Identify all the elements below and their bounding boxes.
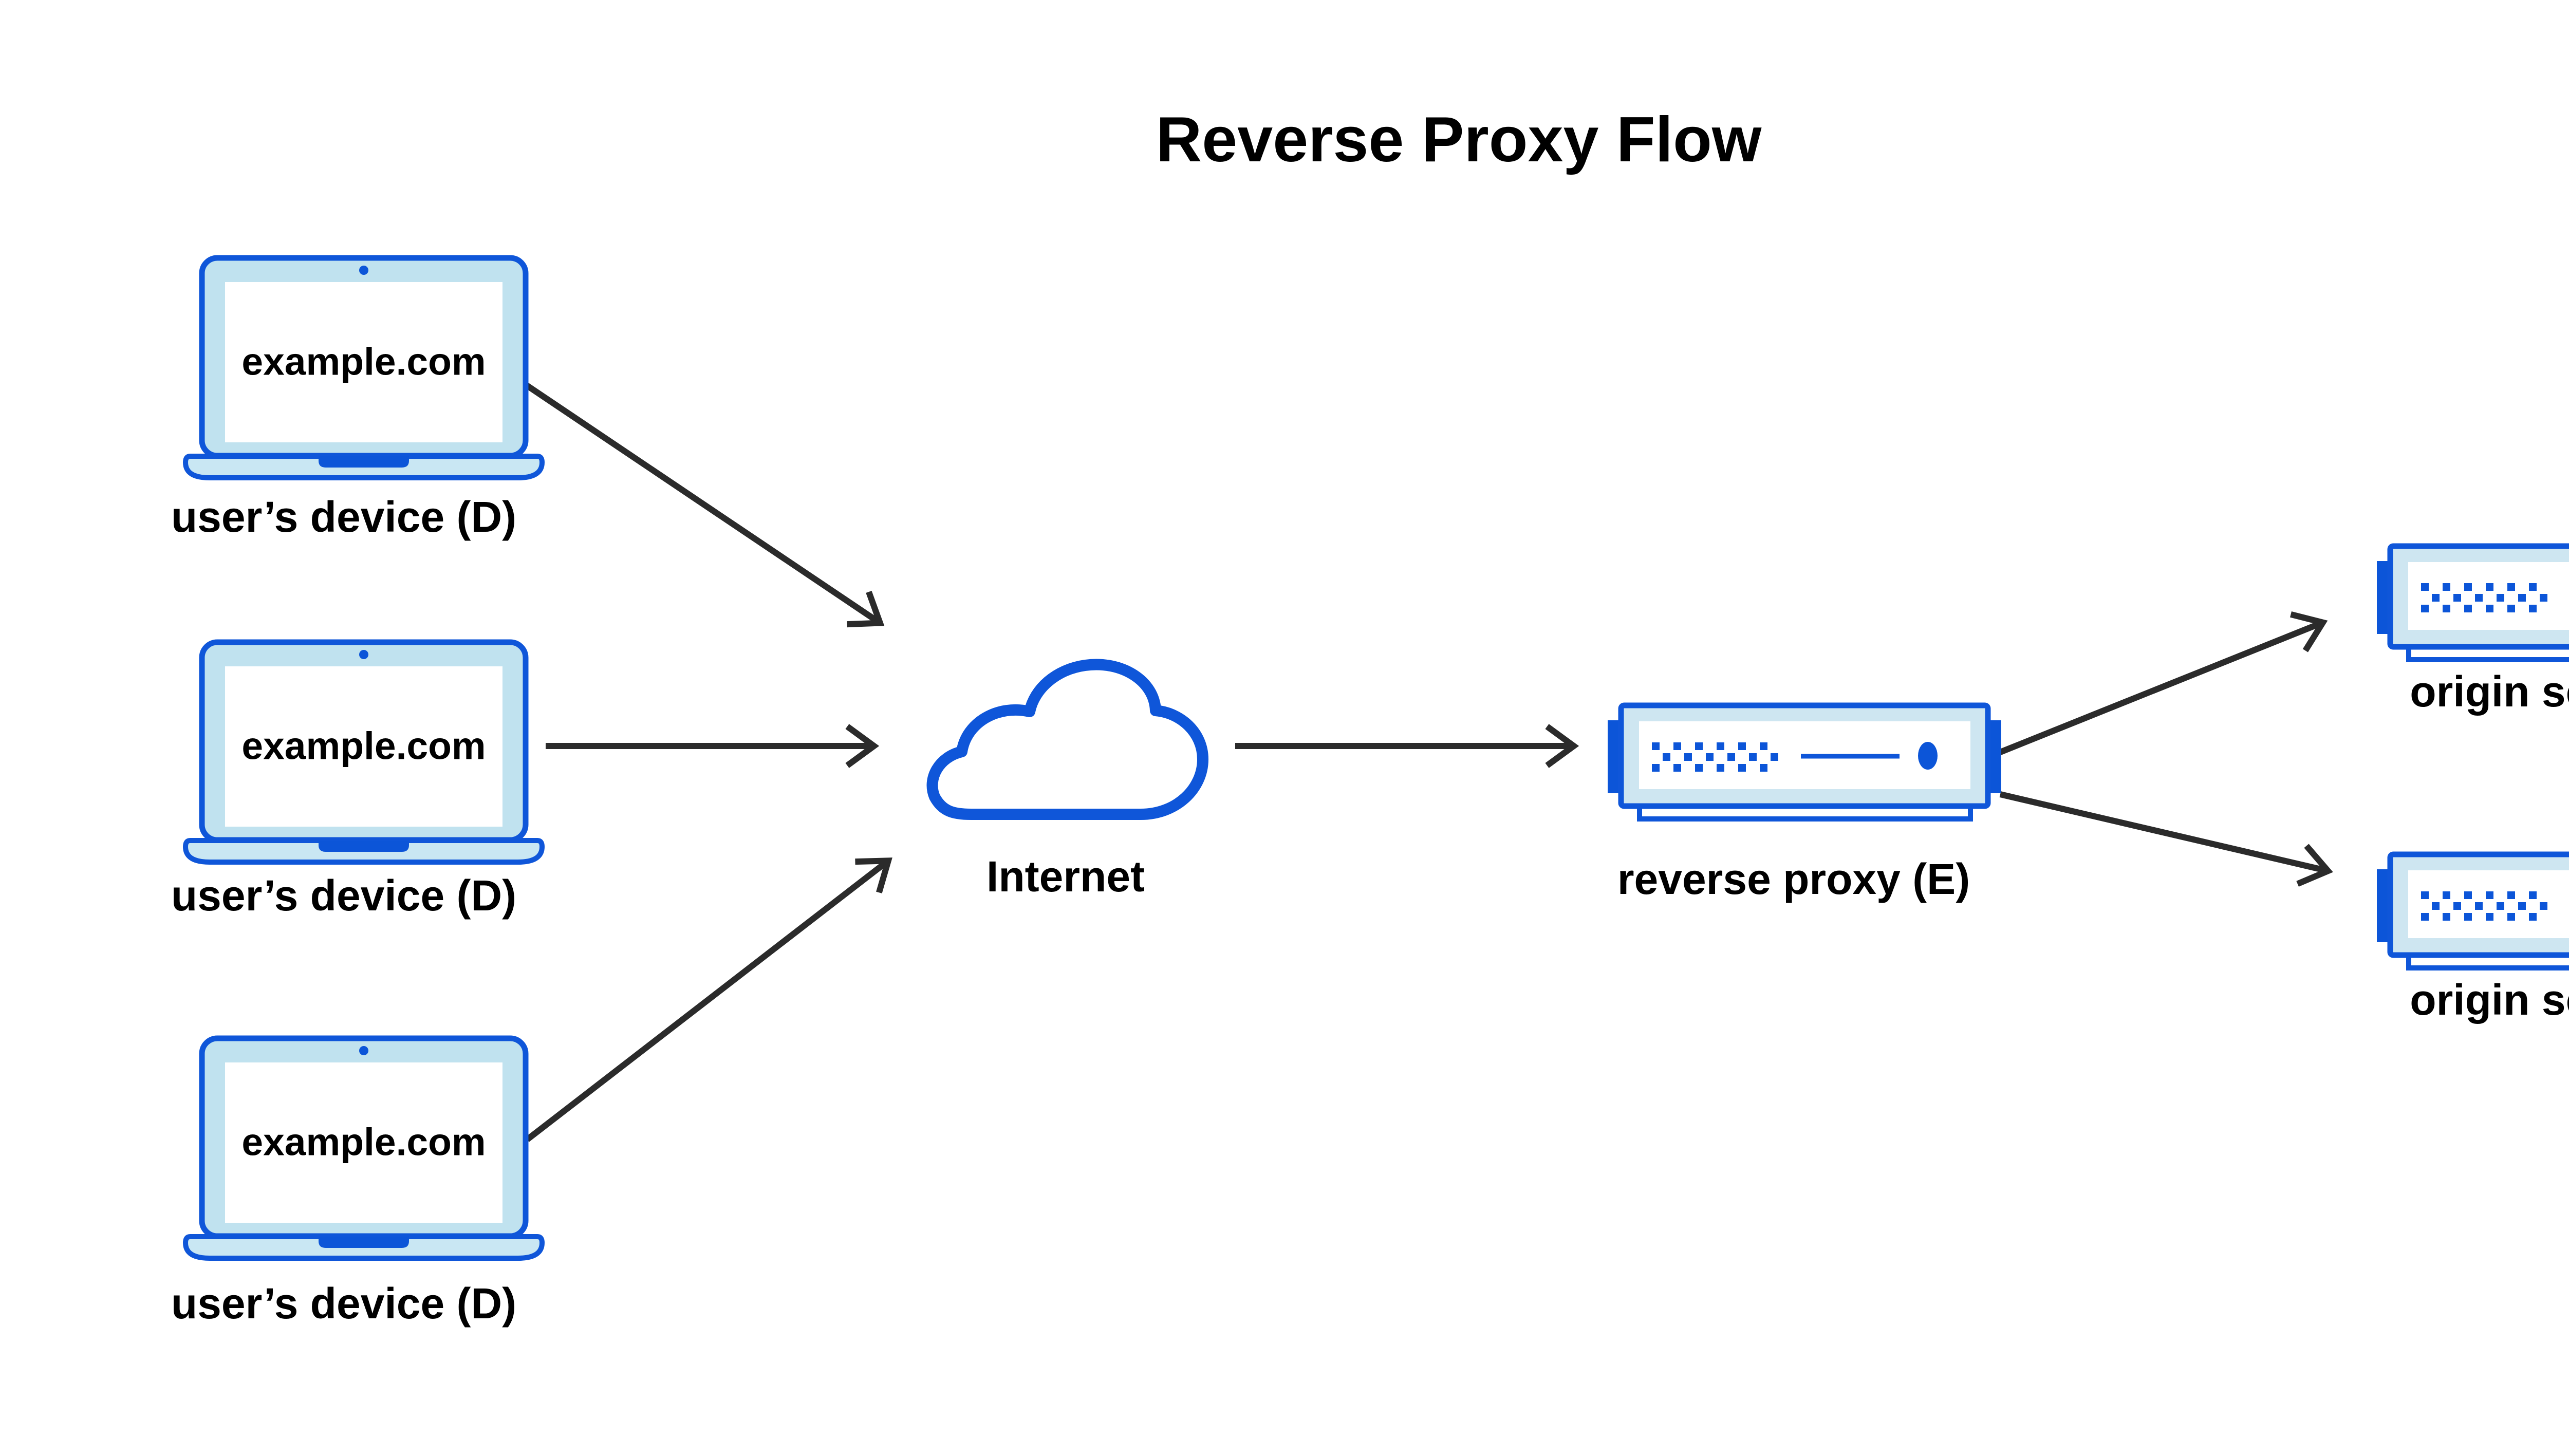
origin-server-1-label: origin server (F)	[2410, 667, 2569, 716]
device-2-label: user’s device (D)	[171, 871, 517, 920]
edge-device3-to-internet	[525, 857, 892, 1142]
internet-label: Internet	[986, 852, 1145, 901]
page-title: Reverse Proxy Flow	[1156, 104, 1762, 175]
origin-server-2-label: origin server (F)	[2410, 976, 2569, 1024]
edge-device1-to-internet	[523, 382, 885, 628]
connection-arrows	[523, 382, 2333, 1142]
origin-server-1-icon	[2377, 546, 2569, 660]
device-1-screen-text: example.com	[241, 340, 486, 383]
reverse-proxy-label: reverse proxy (E)	[1617, 855, 1970, 903]
device-2-screen-text: example.com	[241, 724, 486, 768]
device-1-label: user’s device (D)	[171, 493, 517, 541]
origin-server-2-icon	[2377, 854, 2569, 968]
reverse-proxy-icon	[1608, 705, 2001, 819]
internet-cloud-icon	[926, 659, 1208, 820]
edge-reverse-proxy-to-origin1	[1999, 611, 2328, 755]
device-3-screen-text: example.com	[241, 1120, 486, 1164]
device-3-label: user’s device (D)	[171, 1279, 517, 1328]
edge-reverse-proxy-to-origin2	[1999, 791, 2333, 887]
